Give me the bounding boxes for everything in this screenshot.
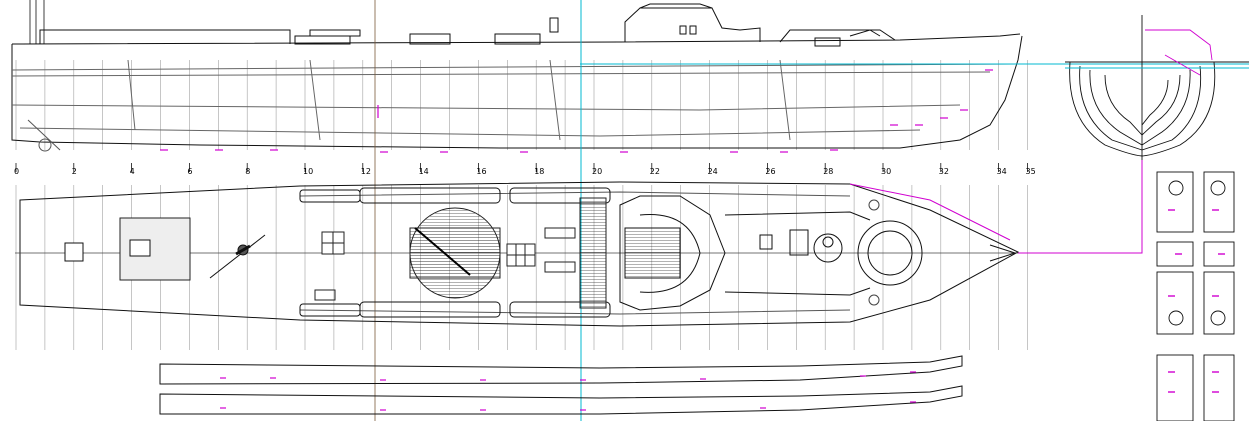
profile-hull-outline xyxy=(11,35,1023,149)
plan-view xyxy=(15,181,1020,327)
frame-number-label: 30 xyxy=(881,167,891,176)
turret-ring-fwd-icon xyxy=(857,220,923,286)
strake-magenta-marks xyxy=(220,371,916,411)
torpedo-tubes-starboard xyxy=(299,301,611,318)
plan-hull-outline xyxy=(19,181,1020,327)
profile-view xyxy=(11,0,1023,152)
profile-magenta-markers xyxy=(160,69,993,153)
frame-number-label: 18 xyxy=(534,167,544,176)
frame-number-label: 20 xyxy=(592,167,602,176)
frame-number-label: 4 xyxy=(130,167,135,176)
bridge-plan-icon xyxy=(619,195,726,311)
aft-gun-icon xyxy=(209,234,266,279)
frame-number-label: 0 xyxy=(14,167,19,176)
frame-number-label: 6 xyxy=(187,167,192,176)
frame-number-label: 10 xyxy=(303,167,313,176)
frame-number-label: 32 xyxy=(939,167,949,176)
frame-number-label: 2 xyxy=(72,167,77,176)
frame-grid xyxy=(15,60,1028,350)
profile-bridge xyxy=(624,7,761,42)
magenta-connection-line xyxy=(849,160,1143,254)
torpedo-tubes-port xyxy=(299,187,611,204)
frame-number-label: 26 xyxy=(765,167,775,176)
profile-waterline xyxy=(11,63,1021,71)
frame-number-label: 24 xyxy=(708,167,718,176)
grated-hatches xyxy=(314,227,576,301)
frame-number-label: 16 xyxy=(476,167,486,176)
body-plan xyxy=(1065,15,1249,160)
fitting-magenta-marks xyxy=(1168,209,1225,393)
frame-number-label: 22 xyxy=(650,167,660,176)
profile-sheer-line xyxy=(12,33,1021,45)
frame-number-label: 14 xyxy=(419,167,429,176)
fitting-details xyxy=(1156,171,1235,421)
turret-ring-aft-icon xyxy=(813,233,843,263)
frame-number-label: 28 xyxy=(823,167,833,176)
frame-number-label: 12 xyxy=(361,167,371,176)
frame-number-label: 8 xyxy=(245,167,250,176)
profile-deckhouse xyxy=(39,29,291,44)
keel-strakes xyxy=(159,355,963,415)
frame-number-label: 34 xyxy=(997,167,1007,176)
frame-number-label: 35 xyxy=(1026,167,1036,176)
